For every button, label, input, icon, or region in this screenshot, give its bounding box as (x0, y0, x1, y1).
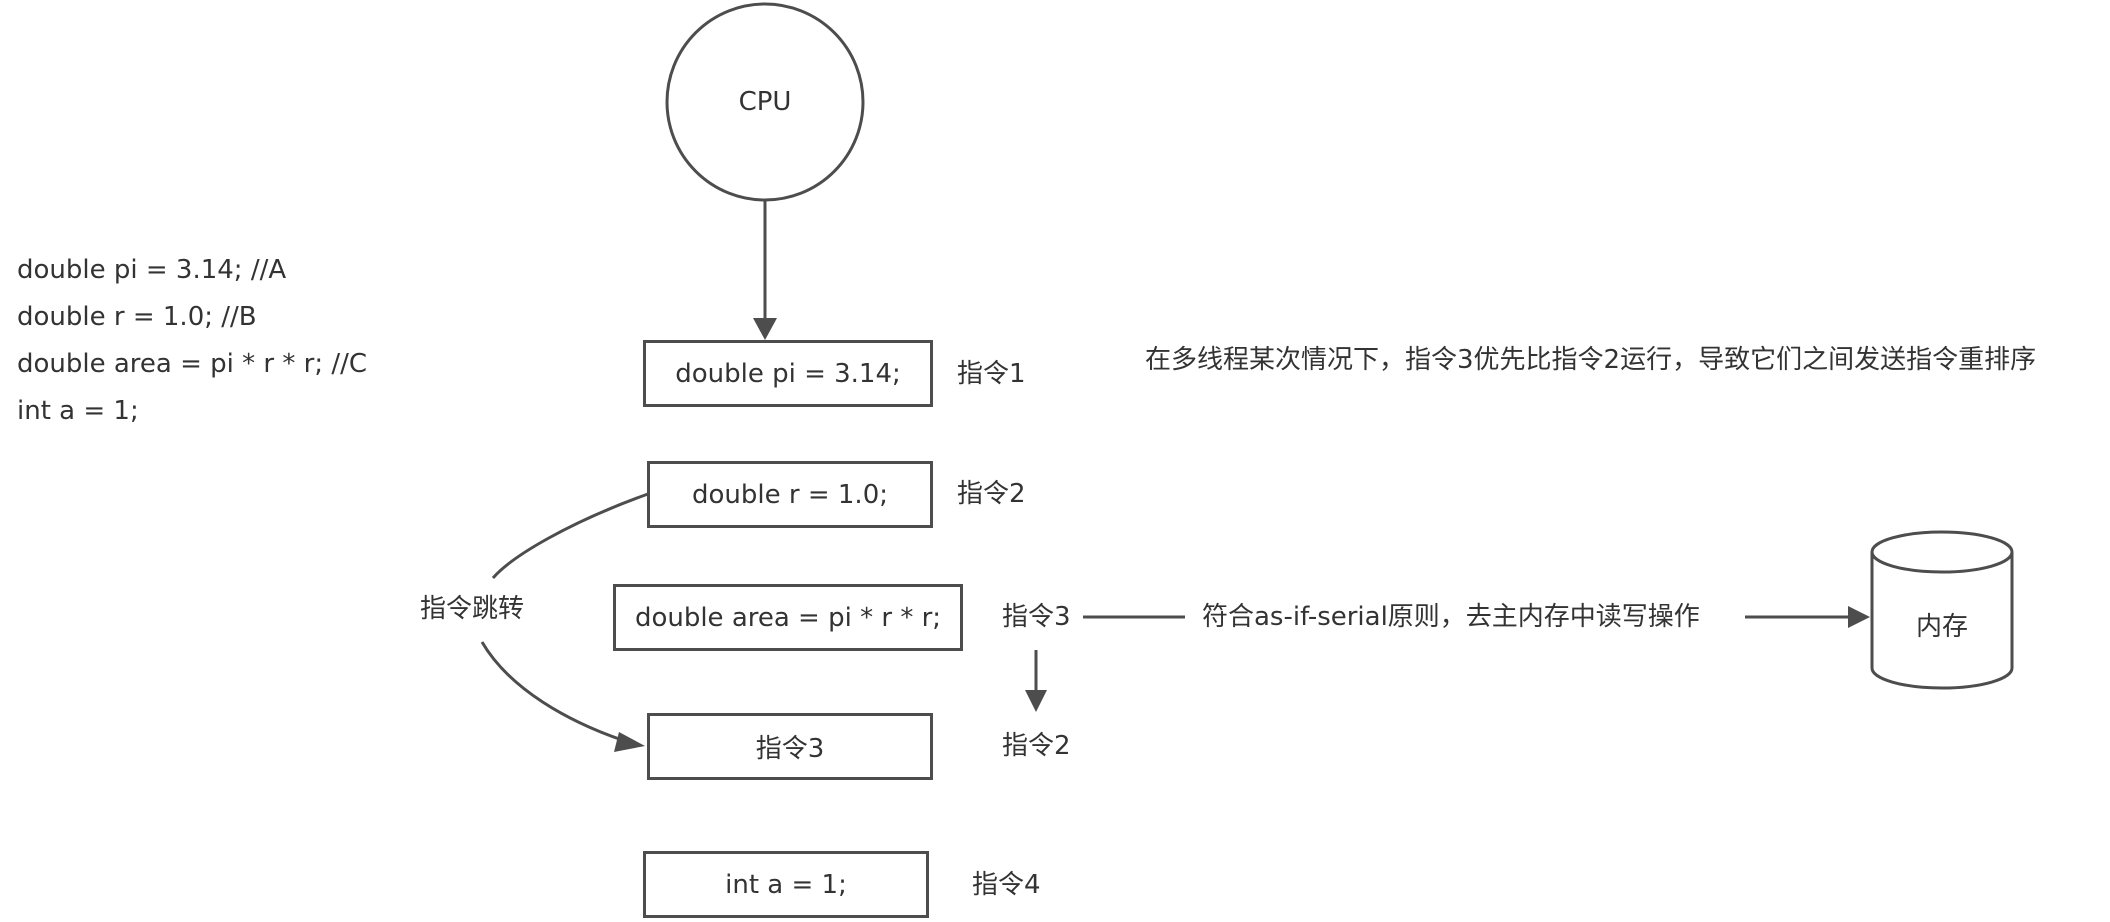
reorder-note: 在多线程某次情况下，指令3优先比指令2运行，导致它们之间发送指令重排序 (1145, 345, 2037, 375)
cpu-to-instruction-arrowhead (753, 318, 777, 340)
instruction-box-2: double r = 1.0; (647, 461, 933, 528)
instruction-box-4: int a = 1; (643, 851, 929, 918)
jump-curve-lower (480, 641, 623, 742)
instruction-box-1: double pi = 3.14; (643, 340, 933, 407)
code-line: double r = 1.0; //B (17, 302, 257, 332)
jump-label: 指令跳转 (420, 594, 525, 624)
jump-curve-upper (491, 492, 649, 579)
code-line: int a = 1; (17, 396, 139, 426)
instruction-box-reordered: 指令3 (647, 713, 933, 780)
memory-cylinder (1870, 530, 2014, 690)
memory-arrowhead (1848, 606, 1870, 628)
cpu-label: CPU (738, 87, 792, 117)
memory-label: 内存 (1915, 611, 1968, 642)
instruction-label-1: 指令1 (957, 359, 1026, 389)
instruction-label-3: 指令3 (1002, 602, 1071, 632)
reorder-down-arrowhead (1025, 690, 1047, 712)
jump-curve-arrowhead (614, 732, 645, 752)
source-code-block: double pi = 3.14; //A double r = 1.0; //… (17, 247, 367, 435)
instruction-label-2: 指令2 (957, 479, 1026, 509)
instruction-label-reordered: 指令2 (1002, 731, 1071, 761)
instruction-box-3: double area = pi * r * r; (613, 584, 963, 651)
code-line: double area = pi * r * r; //C (17, 349, 368, 379)
code-line: double pi = 3.14; //A (17, 255, 287, 285)
instruction-label-4: 指令4 (972, 870, 1041, 900)
serial-note: 符合as-if-serial原则，去主内存中读写操作 (1202, 602, 1700, 632)
